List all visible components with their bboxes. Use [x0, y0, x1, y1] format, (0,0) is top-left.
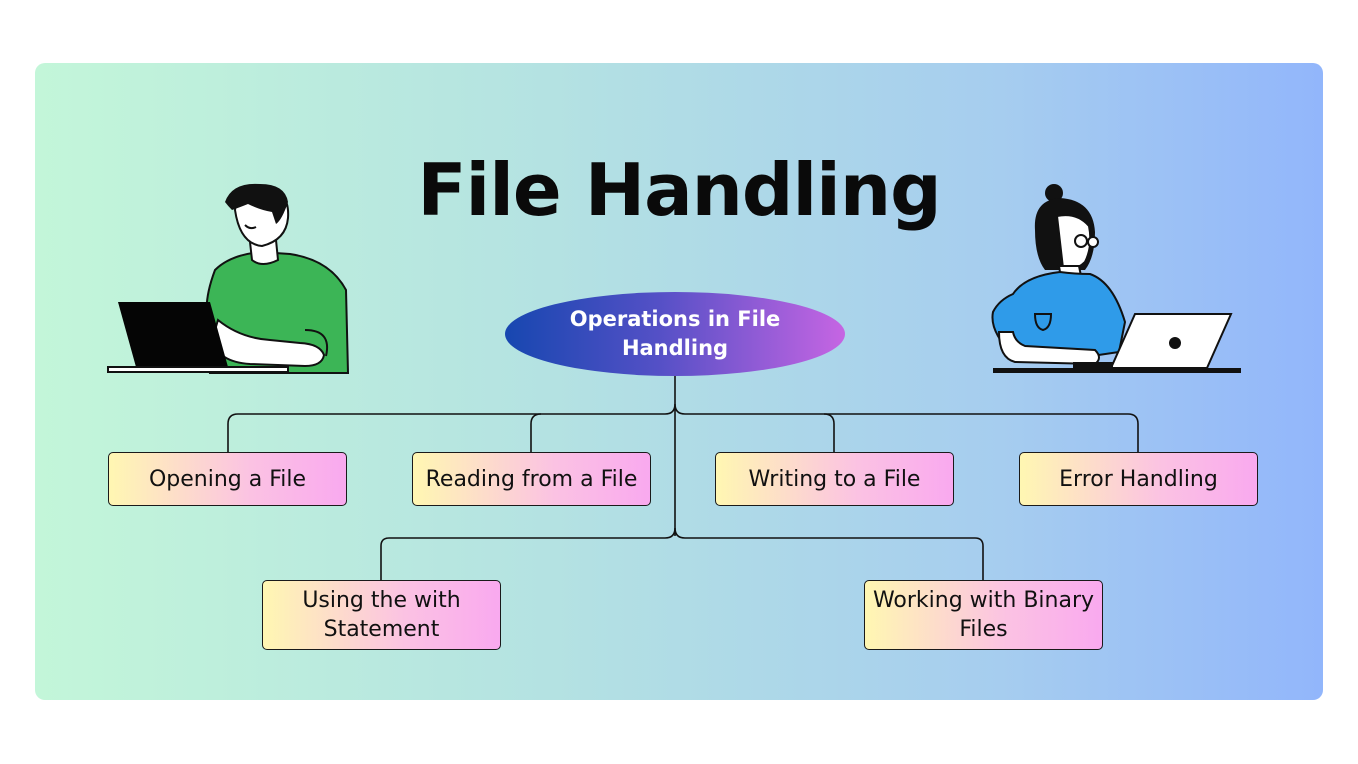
node-label: Opening a File	[148, 466, 307, 492]
node-reading-from-a-file: Reading from a File	[412, 452, 651, 506]
node-label: Error Handling	[1059, 466, 1218, 492]
node-using-the-with-statement: Using the with Statement	[262, 580, 501, 650]
node-error-handling: Error Handling	[1019, 452, 1258, 506]
node-label: Writing to a File	[748, 466, 921, 492]
connector-reading	[530, 413, 542, 452]
node-working-with-binary-files: Working with Binary Files	[864, 580, 1103, 650]
background-panel	[35, 63, 1323, 700]
node-opening-a-file: Opening a File	[108, 452, 347, 506]
node-label: Working with Binary Files	[872, 588, 1095, 642]
root-node: Operations in File Handling	[505, 292, 845, 376]
connector-top-bus	[227, 403, 1139, 452]
node-writing-to-a-file: Writing to a File	[715, 452, 954, 506]
man-with-laptop-icon	[107, 183, 350, 374]
page-title: File Handling	[417, 148, 941, 232]
node-label: Reading from a File	[425, 466, 638, 492]
woman-with-laptop-icon	[991, 184, 1241, 373]
node-label: Using the with Statement	[302, 588, 461, 642]
connector-bottom-bus	[380, 527, 984, 580]
root-node-label: Operations in File Handling	[569, 307, 781, 360]
connector-writing	[823, 413, 835, 452]
